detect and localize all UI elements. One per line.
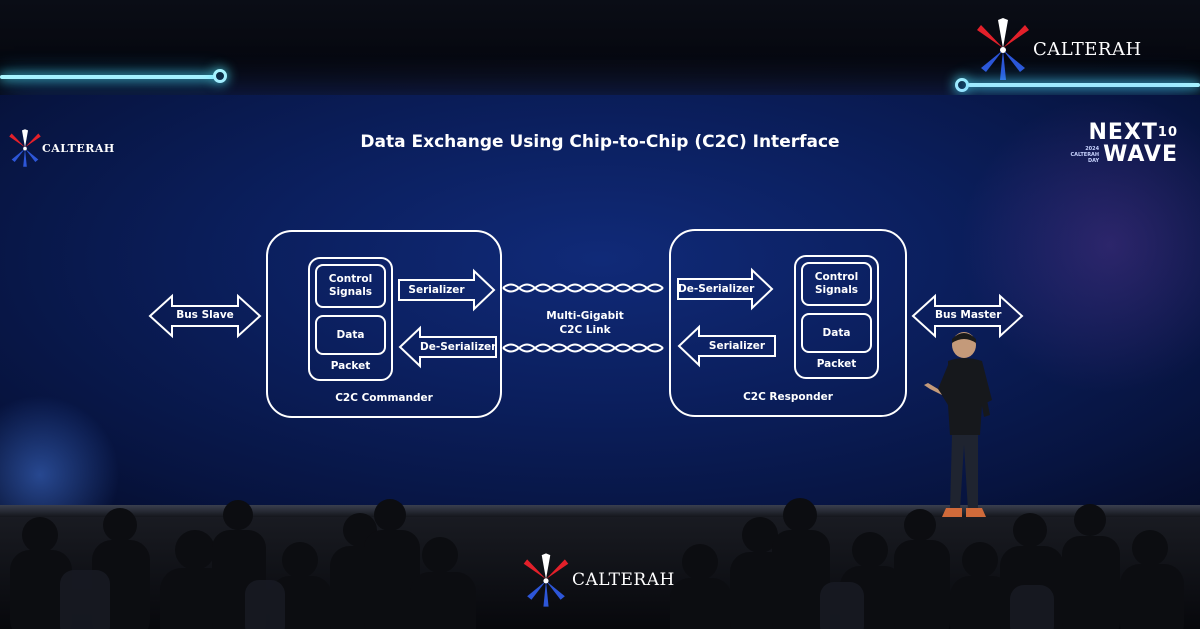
responder-control-signals: Control Signals (801, 262, 872, 306)
event-number: 10 (1157, 125, 1178, 140)
event-small-line: DAY (1087, 158, 1100, 164)
link-wire-top (502, 283, 664, 293)
responder-deserializer-arrow (677, 267, 774, 311)
link-wire-bottom (502, 343, 664, 353)
commander-packet-frame (308, 257, 393, 381)
calterah-logo-icon (977, 18, 1029, 80)
bus-master-arrow (911, 293, 1024, 339)
responder-data-label: Data (822, 326, 851, 339)
commander-serializer-arrow (398, 268, 496, 312)
stage-light-dot (955, 78, 969, 92)
audience-silhouettes (10, 498, 1184, 629)
link-label-line1: Multi-Gigabit (546, 310, 624, 322)
responder-control-label: Control Signals (814, 271, 859, 296)
event-word-wave: WAVE (1103, 142, 1178, 167)
commander-deserializer-label: De-Serializer (420, 341, 497, 353)
bottom-logo: CALTERAH (522, 550, 675, 610)
commander-serializer-label: Serializer (408, 284, 465, 296)
bus-slave-label: Bus Slave (176, 309, 234, 321)
brand-name: CALTERAH (1033, 38, 1142, 60)
responder-name: C2C Responder (743, 391, 833, 403)
commander-packet-label: Packet (330, 360, 371, 372)
responder-packet-label: Packet (816, 358, 857, 370)
responder-deserializer-label: De-Serializer (678, 283, 755, 295)
commander-deserializer-arrow (398, 325, 497, 369)
responder-serializer-arrow (677, 324, 776, 368)
slide-title: Data Exchange Using Chip-to-Chip (C2C) I… (360, 132, 840, 152)
bus-master-label: Bus Master (935, 309, 1002, 321)
responder-packet-frame (794, 255, 879, 379)
c2c-commander-box (266, 230, 502, 418)
link-label: Multi-Gigabit C2C Link (520, 309, 650, 337)
responder-serializer-label: Serializer (708, 340, 766, 352)
stage-light-bar (0, 75, 215, 79)
link-label-line2: C2C Link (559, 324, 611, 336)
event-word-next: NEXT (1088, 120, 1158, 145)
slide-logo: CALTERAH (8, 128, 115, 168)
commander-name: C2C Commander (335, 392, 433, 404)
speaker-figure (924, 332, 992, 517)
responder-data-box: Data (801, 313, 872, 353)
commander-data-label: Data (336, 328, 365, 341)
event-small-line: CALTERAH (1070, 152, 1100, 158)
bottom-brand-name: CALTERAH (572, 570, 675, 590)
commander-control-label: Control Signals (328, 273, 373, 298)
slide-brand-name: CALTERAH (42, 141, 115, 155)
stage-edge (0, 505, 1200, 517)
event-small-line: 2024 (1085, 146, 1100, 152)
commander-data-box: Data (315, 315, 386, 355)
top-right-logo: CALTERAH (975, 16, 1142, 82)
calterah-logo-icon (523, 553, 569, 607)
event-logo: NEXT10 2024 CALTERAH DAY WAVE (1068, 122, 1178, 166)
commander-control-signals: Control Signals (315, 264, 386, 308)
c2c-responder-box (669, 229, 907, 417)
stage-light-dot (213, 69, 227, 83)
bus-slave-arrow (148, 293, 262, 339)
stage-light-bar (968, 83, 1200, 87)
calterah-logo-icon (9, 129, 41, 167)
